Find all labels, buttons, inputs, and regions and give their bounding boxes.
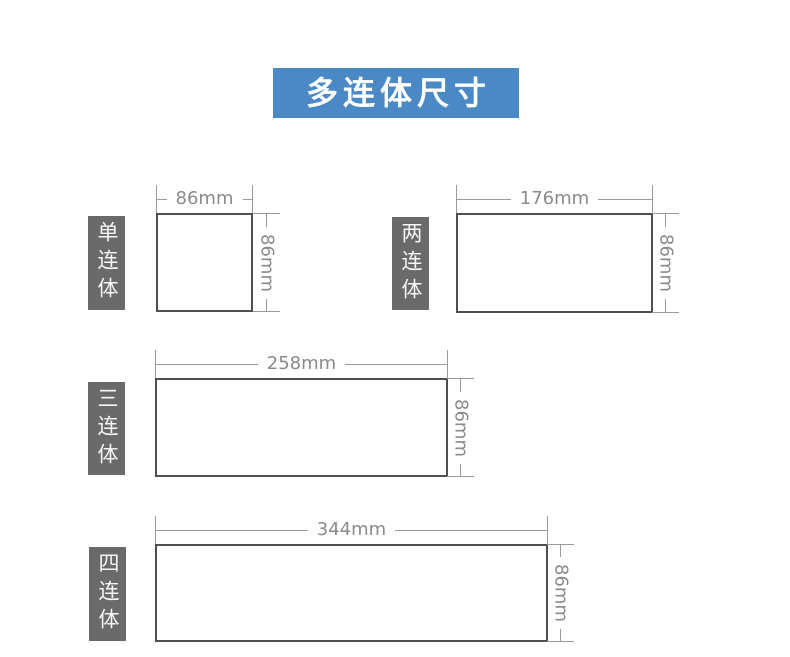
dimension-line bbox=[156, 529, 308, 531]
dimension-tick bbox=[155, 350, 156, 378]
dimension-line bbox=[460, 463, 461, 477]
dimension-line bbox=[665, 214, 666, 228]
product-outline-box bbox=[456, 213, 653, 313]
width-dimension: 86mm bbox=[156, 185, 254, 213]
page-title: 多连体尺寸 bbox=[305, 74, 491, 112]
width-value: 176mm bbox=[519, 188, 590, 209]
height-value: 86mm bbox=[450, 398, 472, 457]
panel-label: 单连体 bbox=[88, 216, 125, 310]
dimension-tick bbox=[447, 378, 474, 379]
dimension-line bbox=[598, 198, 652, 200]
dimension-line bbox=[157, 198, 167, 200]
dimension-tick bbox=[253, 311, 280, 313]
product-outline-box bbox=[155, 378, 448, 477]
width-dimension: 176mm bbox=[456, 185, 653, 213]
dimension-line bbox=[345, 363, 447, 365]
dimension-line bbox=[457, 198, 511, 200]
dimension-tick bbox=[547, 641, 574, 643]
dimension-line bbox=[665, 299, 666, 313]
height-dimension: 86mm bbox=[547, 544, 574, 643]
panel-label: 两连体 bbox=[392, 217, 429, 310]
title-banner: 多连体尺寸 bbox=[273, 68, 519, 118]
product-outline-box bbox=[155, 544, 548, 642]
dimension-tick bbox=[547, 544, 574, 545]
dimension-tick bbox=[652, 312, 679, 314]
dimension-tick bbox=[547, 516, 548, 544]
dimension-line bbox=[266, 214, 267, 227]
dimension-tick bbox=[456, 185, 457, 213]
dimension-line bbox=[242, 198, 253, 200]
dimension-tick bbox=[652, 213, 679, 214]
dimension-tick bbox=[155, 516, 156, 544]
dimension-tick bbox=[252, 185, 254, 213]
height-dimension: 86mm bbox=[652, 213, 679, 314]
product-outline-box bbox=[156, 213, 253, 312]
dimension-line bbox=[395, 529, 547, 531]
height-dimension: 86mm bbox=[253, 213, 280, 313]
height-value: 86mm bbox=[550, 564, 572, 622]
panel-label: 四连体 bbox=[89, 547, 126, 641]
height-value: 86mm bbox=[256, 233, 278, 292]
dimension-line bbox=[266, 298, 267, 312]
panel-label: 三连体 bbox=[88, 382, 125, 475]
dimension-tick bbox=[447, 350, 448, 378]
width-dimension: 258mm bbox=[155, 350, 448, 378]
width-value: 344mm bbox=[316, 519, 387, 540]
height-value: 86mm bbox=[655, 234, 677, 292]
dimension-tick bbox=[156, 185, 157, 213]
width-value: 258mm bbox=[266, 353, 337, 374]
dimension-line bbox=[560, 629, 561, 642]
width-value: 86mm bbox=[175, 188, 234, 209]
dimension-line bbox=[560, 545, 561, 558]
dimension-tick bbox=[652, 185, 653, 213]
width-dimension: 344mm bbox=[155, 516, 548, 544]
dimension-tick bbox=[447, 476, 474, 478]
height-dimension: 86mm bbox=[447, 378, 474, 478]
dimension-tick bbox=[253, 213, 280, 214]
dimension-line bbox=[460, 379, 461, 392]
dimension-line bbox=[156, 363, 258, 365]
